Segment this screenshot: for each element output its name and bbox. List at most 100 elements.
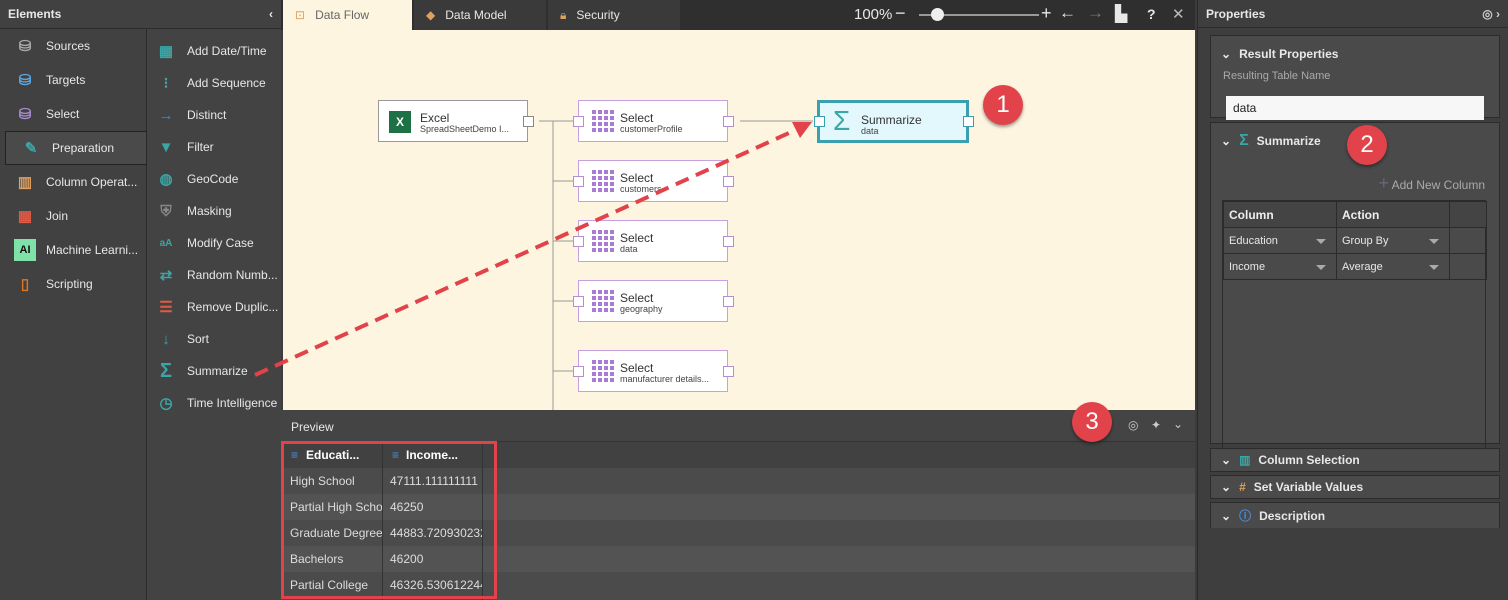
empty-cell <box>1449 253 1487 280</box>
tool-add-date-time[interactable]: ▦Add Date/Time <box>155 35 267 67</box>
output-port[interactable] <box>723 176 734 187</box>
pin-icon[interactable]: ✦ <box>1151 418 1162 432</box>
zoom-in-button[interactable]: + <box>1041 3 1052 23</box>
tool-label: Summarize <box>187 364 248 378</box>
tool-time-intelligence[interactable]: ◷Time Intelligence <box>155 387 277 419</box>
column-dropdown[interactable]: Income <box>1223 253 1337 280</box>
output-port[interactable] <box>523 116 534 127</box>
cell: Graduate Degree <box>290 526 382 540</box>
chevron-down-icon: ⌄ <box>1221 480 1232 494</box>
tool-masking[interactable]: ⛨Masking <box>155 195 231 227</box>
callout-badge-1: 1 <box>983 85 1023 125</box>
node-subtitle: customers <box>620 184 662 194</box>
tab-security[interactable]: 🔒︎Security <box>548 0 680 30</box>
input-port[interactable] <box>573 366 584 377</box>
distinct-icon: → <box>158 106 174 124</box>
node-subtitle: customerProfile <box>620 124 683 134</box>
redo-icon[interactable]: → <box>1087 3 1104 22</box>
category-preparation[interactable]: ✎Preparation <box>5 131 146 165</box>
elements-panel: Elements‹ ⛁Sources ⛁Targets ⛁Select ✎Pre… <box>0 0 281 600</box>
collapse-icon[interactable]: ‹ <box>269 7 273 21</box>
column-dropdown[interactable]: Education <box>1223 227 1337 254</box>
preparation-icon: ✎ <box>24 140 38 157</box>
tool-sort[interactable]: ↓Sort <box>155 323 209 355</box>
tab-data-model[interactable]: ◆Data Model <box>414 0 546 30</box>
output-port[interactable] <box>723 296 734 307</box>
close-icon[interactable]: ✕ <box>1172 6 1185 23</box>
output-port[interactable] <box>723 236 734 247</box>
flow-icon: ⊡ <box>295 8 306 22</box>
category-sources[interactable]: ⛁Sources <box>0 29 146 63</box>
node-title: Select <box>620 171 654 185</box>
output-port[interactable] <box>963 116 974 127</box>
output-port[interactable] <box>723 366 734 377</box>
add-new-column-button[interactable]: + Add New Column <box>1378 173 1485 194</box>
action-dropdown[interactable]: Group By <box>1336 227 1450 254</box>
column-header[interactable]: Income... <box>406 448 459 462</box>
set-variable-values-section[interactable]: ⌄#Set Variable Values <box>1210 475 1500 499</box>
eye-icon[interactable]: ◎ › <box>1482 7 1500 21</box>
output-port[interactable] <box>723 116 734 127</box>
tool-label: Distinct <box>187 108 227 122</box>
sigma-icon: Σ <box>1239 132 1249 149</box>
zoom-out-button[interactable]: − <box>895 3 906 23</box>
tool-remove-duplicates[interactable]: ☰Remove Duplic... <box>155 291 278 323</box>
action-dropdown[interactable]: Average <box>1336 253 1450 280</box>
chevron-down-icon: ⌄ <box>1221 134 1232 148</box>
tool-filter[interactable]: ▼Filter <box>155 131 214 163</box>
column-selection-section[interactable]: ⌄▥Column Selection <box>1210 448 1500 472</box>
tool-add-sequence[interactable]: ⁝Add Sequence <box>155 67 266 99</box>
zoom-slider-thumb[interactable] <box>931 8 944 21</box>
input-port[interactable] <box>573 236 584 247</box>
undo-icon[interactable]: ← <box>1059 3 1076 22</box>
table-grid-icon <box>592 110 614 132</box>
category-column-operations[interactable]: ▥Column Operat... <box>0 165 146 199</box>
sequence-icon: ⁝ <box>163 75 169 92</box>
shuffle-icon: ⇄ <box>159 267 173 284</box>
zoom-slider[interactable] <box>919 8 1039 21</box>
cell: 46200 <box>390 552 424 566</box>
table-name-input[interactable]: data <box>1226 96 1484 120</box>
category-join[interactable]: ▦Join <box>0 199 146 233</box>
connectors <box>539 120 813 410</box>
input-port[interactable] <box>814 116 825 127</box>
variable-icon: # <box>1239 480 1246 494</box>
section-header[interactable]: ⌄Result Properties <box>1211 36 1499 72</box>
tool-label: Add Date/Time <box>187 44 267 58</box>
remove-duplicates-icon: ☰ <box>159 299 173 316</box>
help-button[interactable]: ? <box>1147 6 1156 22</box>
lock-icon: 🔒︎ <box>560 7 567 22</box>
input-port[interactable] <box>573 176 584 187</box>
table-name-label: Resulting Table Name <box>1223 70 1331 82</box>
input-port[interactable] <box>573 116 584 127</box>
tool-geocode[interactable]: ◍GeoCode <box>155 163 238 195</box>
category-targets[interactable]: ⛁Targets <box>0 63 146 97</box>
input-port[interactable] <box>573 296 584 307</box>
save-icon[interactable]: ▙ <box>1115 6 1128 23</box>
tab-data-flow[interactable]: ⊡Data Flow <box>283 0 412 30</box>
eye-icon[interactable]: ◎ <box>1128 418 1139 432</box>
column-header: Action <box>1336 201 1450 228</box>
column-header[interactable]: Educati... <box>306 448 360 462</box>
chevron-down-icon: ⌄ <box>1221 47 1232 61</box>
category-scripting[interactable]: ▯Scripting <box>0 267 146 301</box>
category-select[interactable]: ⛁Select <box>0 97 146 131</box>
chevron-down-icon[interactable]: ⌄ <box>1173 417 1184 431</box>
tool-distinct[interactable]: → Distinct <box>155 99 227 131</box>
tool-random-number[interactable]: ⇄Random Numb... <box>155 259 278 291</box>
